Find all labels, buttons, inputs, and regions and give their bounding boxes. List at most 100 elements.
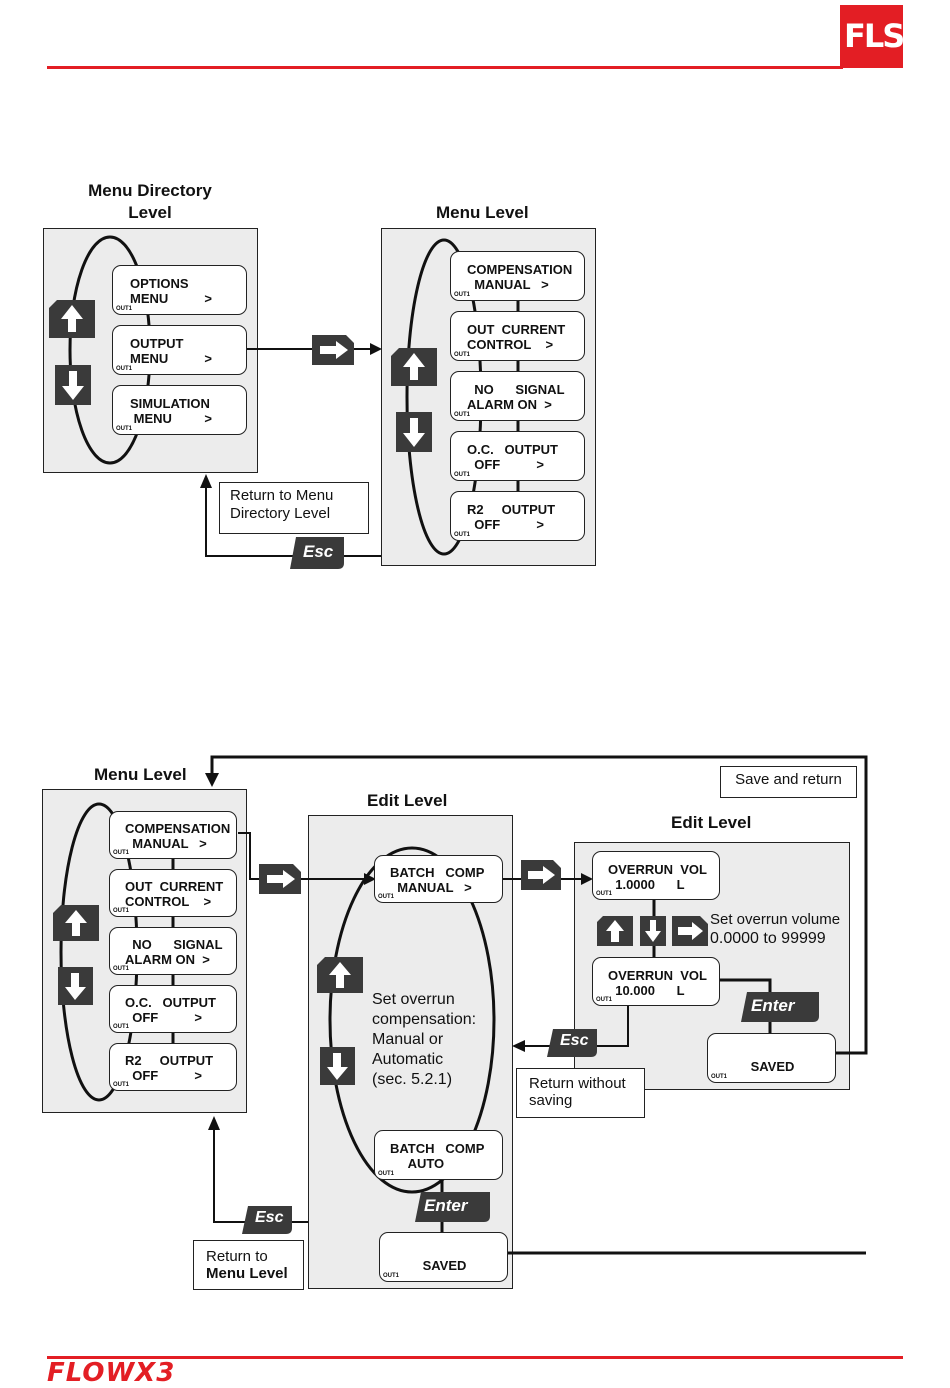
esc-key[interactable]: Esc	[547, 1029, 597, 1057]
lcd-tag: OUT1	[454, 412, 471, 418]
right-arrow-icon	[259, 864, 301, 894]
enter-key[interactable]: Enter	[415, 1192, 490, 1222]
lcd-out-current[interactable]: OUT CURRENT CONTROL > OUT1	[450, 311, 585, 361]
lcd-r2-output[interactable]: R2 OUTPUT OFF > OUT1	[450, 491, 585, 541]
lcd-tag: OUT1	[116, 366, 133, 372]
edit-description: Set overrun compensation: Manual or Auto…	[372, 990, 476, 1090]
lcd-line: 1.0000 L	[608, 877, 685, 892]
lcd-tag: OUT1	[454, 352, 471, 358]
up-arrow-key[interactable]	[391, 348, 437, 386]
lcd-line: MANUAL >	[467, 277, 549, 292]
up-arrow-key[interactable]	[49, 300, 95, 338]
lcd-line: MENU >	[130, 291, 212, 306]
return-menu-directory-note: Return to Menu Directory Level	[219, 482, 369, 534]
lcd-line: 10.000 L	[608, 983, 685, 998]
lcd-line: SIMULATION	[130, 396, 210, 411]
menu-directory-title: Menu Directory Level	[80, 180, 220, 224]
lcd-tag: OUT1	[113, 966, 130, 972]
right-arrow-icon	[521, 860, 561, 890]
down-arrow-icon	[396, 412, 432, 452]
enter-arrow-key[interactable]	[259, 864, 301, 894]
down-arrow-key[interactable]	[640, 916, 666, 946]
lcd-compensation[interactable]: COMPENSATION MANUAL > OUT1	[450, 251, 585, 301]
enter-key-shape	[415, 1192, 490, 1222]
fls-logo: FLS	[840, 5, 905, 68]
flowx3-logo: FLOWX3	[47, 1358, 176, 1388]
down-arrow-key[interactable]	[320, 1047, 355, 1085]
lcd-tag: OUT1	[454, 532, 471, 538]
save-and-return-note: Save and return	[720, 766, 857, 798]
esc-key-shape	[242, 1206, 292, 1234]
lcd-overrun-2[interactable]: OVERRUN VOL 10.000 L OUT1	[592, 957, 720, 1006]
edit-level-title-2: Edit Level	[671, 813, 752, 832]
up-arrow-key[interactable]	[597, 916, 633, 946]
lcd-line: OVERRUN VOL	[608, 968, 707, 983]
lcd-tag: OUT1	[116, 426, 133, 432]
down-arrow-key[interactable]	[58, 967, 93, 1005]
lcd-line: ALARM ON >	[125, 952, 210, 967]
lcd-tag: OUT1	[596, 997, 613, 1003]
lcd-r2-output-2[interactable]: R2 OUTPUT OFF > OUT1	[109, 1043, 237, 1091]
lcd-options-menu[interactable]: OPTIONS MENU > OUT1	[112, 265, 247, 315]
lcd-tag: OUT1	[378, 894, 395, 900]
enter-arrow-key[interactable]	[521, 860, 561, 890]
down-arrow-icon	[640, 916, 666, 946]
lcd-tag: OUT1	[596, 891, 613, 897]
up-arrow-icon	[53, 905, 99, 941]
lcd-oc-output[interactable]: O.C. OUTPUT OFF > OUT1	[450, 431, 585, 481]
lcd-line: NO SIGNAL	[467, 382, 565, 397]
lcd-line: O.C. OUTPUT	[125, 995, 216, 1010]
lcd-tag: OUT1	[454, 472, 471, 478]
footer-rule	[47, 1356, 903, 1359]
lcd-batch-auto[interactable]: BATCH COMP AUTO OUT1	[374, 1130, 503, 1180]
esc-label: Esc	[255, 1209, 284, 1226]
title-line: Level	[128, 203, 172, 222]
fls-logo-text: FLS	[844, 17, 905, 55]
lcd-compensation-2[interactable]: COMPENSATION MANUAL > OUT1	[109, 811, 237, 859]
lcd-tag: OUT1	[113, 1082, 130, 1088]
lcd-simulation-menu[interactable]: SIMULATION MENU > OUT1	[112, 385, 247, 435]
lcd-tag: OUT1	[383, 1273, 400, 1279]
up-arrow-key[interactable]	[317, 957, 363, 993]
enter-key[interactable]: Enter	[741, 992, 819, 1022]
lcd-out-current-2[interactable]: OUT CURRENT CONTROL > OUT1	[109, 869, 237, 917]
lcd-overrun-1[interactable]: OVERRUN VOL 1.0000 L OUT1	[592, 851, 720, 900]
right-arrow-icon	[312, 335, 354, 365]
lcd-output-menu[interactable]: OUTPUT MENU > OUT1	[112, 325, 247, 375]
header-rule	[47, 66, 843, 69]
lcd-no-signal-2[interactable]: NO SIGNAL ALARM ON > OUT1	[109, 927, 237, 975]
lcd-line: OUT CURRENT	[125, 879, 224, 894]
note-line: Set overrun volume	[710, 911, 841, 928]
enter-arrow-key[interactable]	[672, 916, 708, 946]
down-arrow-key[interactable]	[55, 365, 91, 405]
up-arrow-key[interactable]	[53, 905, 99, 941]
down-arrow-key[interactable]	[396, 412, 432, 452]
esc-key[interactable]: Esc	[290, 537, 344, 569]
lcd-line: R2 OUTPUT	[125, 1053, 214, 1068]
lcd-line: OVERRUN VOL	[608, 862, 707, 877]
up-arrow-icon	[49, 300, 95, 338]
lcd-tag: OUT1	[378, 1171, 395, 1177]
lcd-tag: OUT1	[113, 850, 130, 856]
lcd-batch-manual[interactable]: BATCH COMP MANUAL > OUT1	[374, 855, 503, 903]
lcd-line: CONTROL >	[467, 337, 554, 352]
lcd-line: MANUAL >	[125, 836, 207, 851]
note-line: saving	[529, 1092, 573, 1109]
esc-key[interactable]: Esc	[242, 1206, 292, 1234]
note-line: 0.0000 to 99999	[710, 930, 826, 947]
lcd-tag: OUT1	[113, 1024, 130, 1030]
lcd-line: MENU >	[130, 351, 212, 366]
lcd-line: MENU >	[130, 411, 212, 426]
lcd-oc-output-2[interactable]: O.C. OUTPUT OFF > OUT1	[109, 985, 237, 1033]
lcd-line: SAVED	[422, 1258, 467, 1273]
lcd-no-signal[interactable]: NO SIGNAL ALARM ON > OUT1	[450, 371, 585, 421]
enter-arrow-key[interactable]	[312, 335, 354, 365]
lcd-line: SAVED	[750, 1059, 795, 1074]
lcd-saved-1: SAVED OUT1	[379, 1232, 508, 1282]
desc-line: Manual or	[372, 1031, 444, 1048]
down-arrow-icon	[320, 1047, 355, 1085]
lcd-line: ALARM ON >	[467, 397, 552, 412]
desc-line: (sec. 5.2.1)	[372, 1071, 453, 1088]
note-line: Return to	[206, 1248, 268, 1265]
overrun-volume-note: Set overrun volume 0.0000 to 99999	[710, 910, 840, 948]
